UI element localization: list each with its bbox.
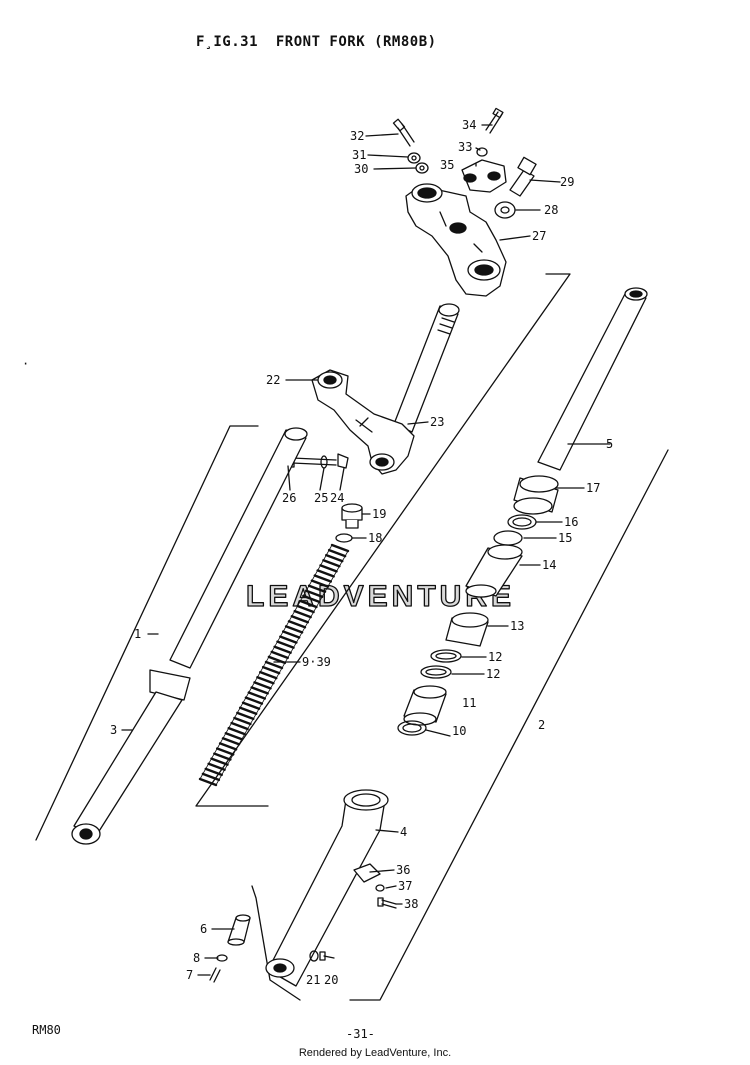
screw-20 — [319, 951, 335, 961]
label-14: 14 — [542, 558, 556, 572]
lock-24 — [337, 453, 349, 469]
label-12-lower: 12 — [486, 667, 500, 681]
outer-tube-4 — [265, 789, 389, 987]
label-35: 35 — [440, 158, 454, 172]
stray-mark: · — [22, 357, 29, 371]
washer-31 — [407, 152, 421, 164]
label-1: 1 — [134, 627, 141, 641]
cap-28 — [494, 201, 516, 219]
page-number: -31- — [346, 1027, 375, 1041]
washer-37 — [375, 884, 385, 892]
washer-25 — [320, 455, 328, 469]
bolt-32 — [392, 118, 415, 147]
label-21: 21 — [306, 973, 320, 987]
ring-10 — [397, 720, 427, 736]
label-3: 3 — [110, 723, 117, 737]
label-31: 31 — [352, 148, 366, 162]
label-7: 7 — [186, 968, 193, 982]
ring-15 — [493, 530, 523, 546]
bolt-34 — [485, 107, 504, 134]
render-credit: Rendered by LeadVenture, Inc. — [298, 1047, 452, 1059]
label-5: 5 — [606, 437, 613, 451]
steering-stem-shaft — [393, 303, 460, 433]
bolt-7 — [209, 967, 221, 983]
bushing-14 — [465, 544, 523, 598]
label-19: 19 — [372, 507, 386, 521]
label-17: 17 — [586, 481, 600, 495]
label-33: 33 — [458, 140, 472, 154]
group-bracket-left — [35, 425, 259, 841]
label-2: 2 — [538, 718, 545, 732]
nut-30 — [415, 162, 429, 174]
label-11: 11 — [462, 696, 476, 710]
steering-stem-upper-bracket — [405, 183, 507, 297]
fork-cap-bolt-19 — [341, 503, 363, 529]
lower-bracket-22 — [311, 369, 415, 475]
label-4: 4 — [400, 825, 407, 839]
label-30: 30 — [354, 162, 368, 176]
bolt-38 — [377, 897, 397, 909]
inner-tube-5 — [537, 287, 648, 471]
label-9-39: 9·39 — [302, 655, 331, 669]
left-fork-assembly — [71, 427, 308, 845]
label-13: 13 — [510, 619, 524, 633]
label-32: 32 — [350, 129, 364, 143]
oil-seal-17 — [513, 475, 559, 515]
bushing-11 — [403, 685, 447, 726]
o-ring-18 — [335, 533, 353, 543]
label-38: 38 — [404, 897, 418, 911]
washer-21 — [309, 950, 319, 962]
ring-16 — [507, 514, 537, 530]
label-20: 20 — [324, 973, 338, 987]
label-12-upper: 12 — [488, 650, 502, 664]
label-29: 29 — [560, 175, 574, 189]
handlebar-clamp — [461, 159, 507, 193]
axle-holder-36 — [353, 863, 381, 883]
label-8: 8 — [193, 951, 200, 965]
label-6: 6 — [200, 922, 207, 936]
label-36: 36 — [396, 863, 410, 877]
ring-12-upper — [430, 649, 462, 663]
label-10: 10 — [452, 724, 466, 738]
label-34: 34 — [462, 118, 476, 132]
label-26: 26 — [282, 491, 296, 505]
spring-coils — [198, 543, 350, 787]
group-bracket-right — [195, 273, 669, 1001]
bolt-29 — [509, 156, 537, 197]
collar-13 — [445, 612, 489, 647]
label-16: 16 — [564, 515, 578, 529]
label-22: 22 — [266, 373, 280, 387]
label-27: 27 — [532, 229, 546, 243]
fork-spring — [198, 543, 350, 787]
label-15: 15 — [558, 531, 572, 545]
washer-33 — [476, 147, 488, 157]
label-37: 37 — [398, 879, 412, 893]
leader-lines — [121, 124, 611, 976]
ring-12-lower — [420, 665, 452, 679]
cap-6 — [227, 914, 251, 946]
label-25: 25 — [314, 491, 328, 505]
spring-outline — [199, 544, 349, 786]
label-18: 18 — [368, 531, 382, 545]
model-code: RM80 — [32, 1023, 61, 1037]
label-23: 23 — [430, 415, 444, 429]
label-24: 24 — [330, 491, 344, 505]
diagram-title: F̧IG.31 FRONT FORK (RM80B) — [196, 34, 437, 50]
label-28: 28 — [544, 203, 558, 217]
